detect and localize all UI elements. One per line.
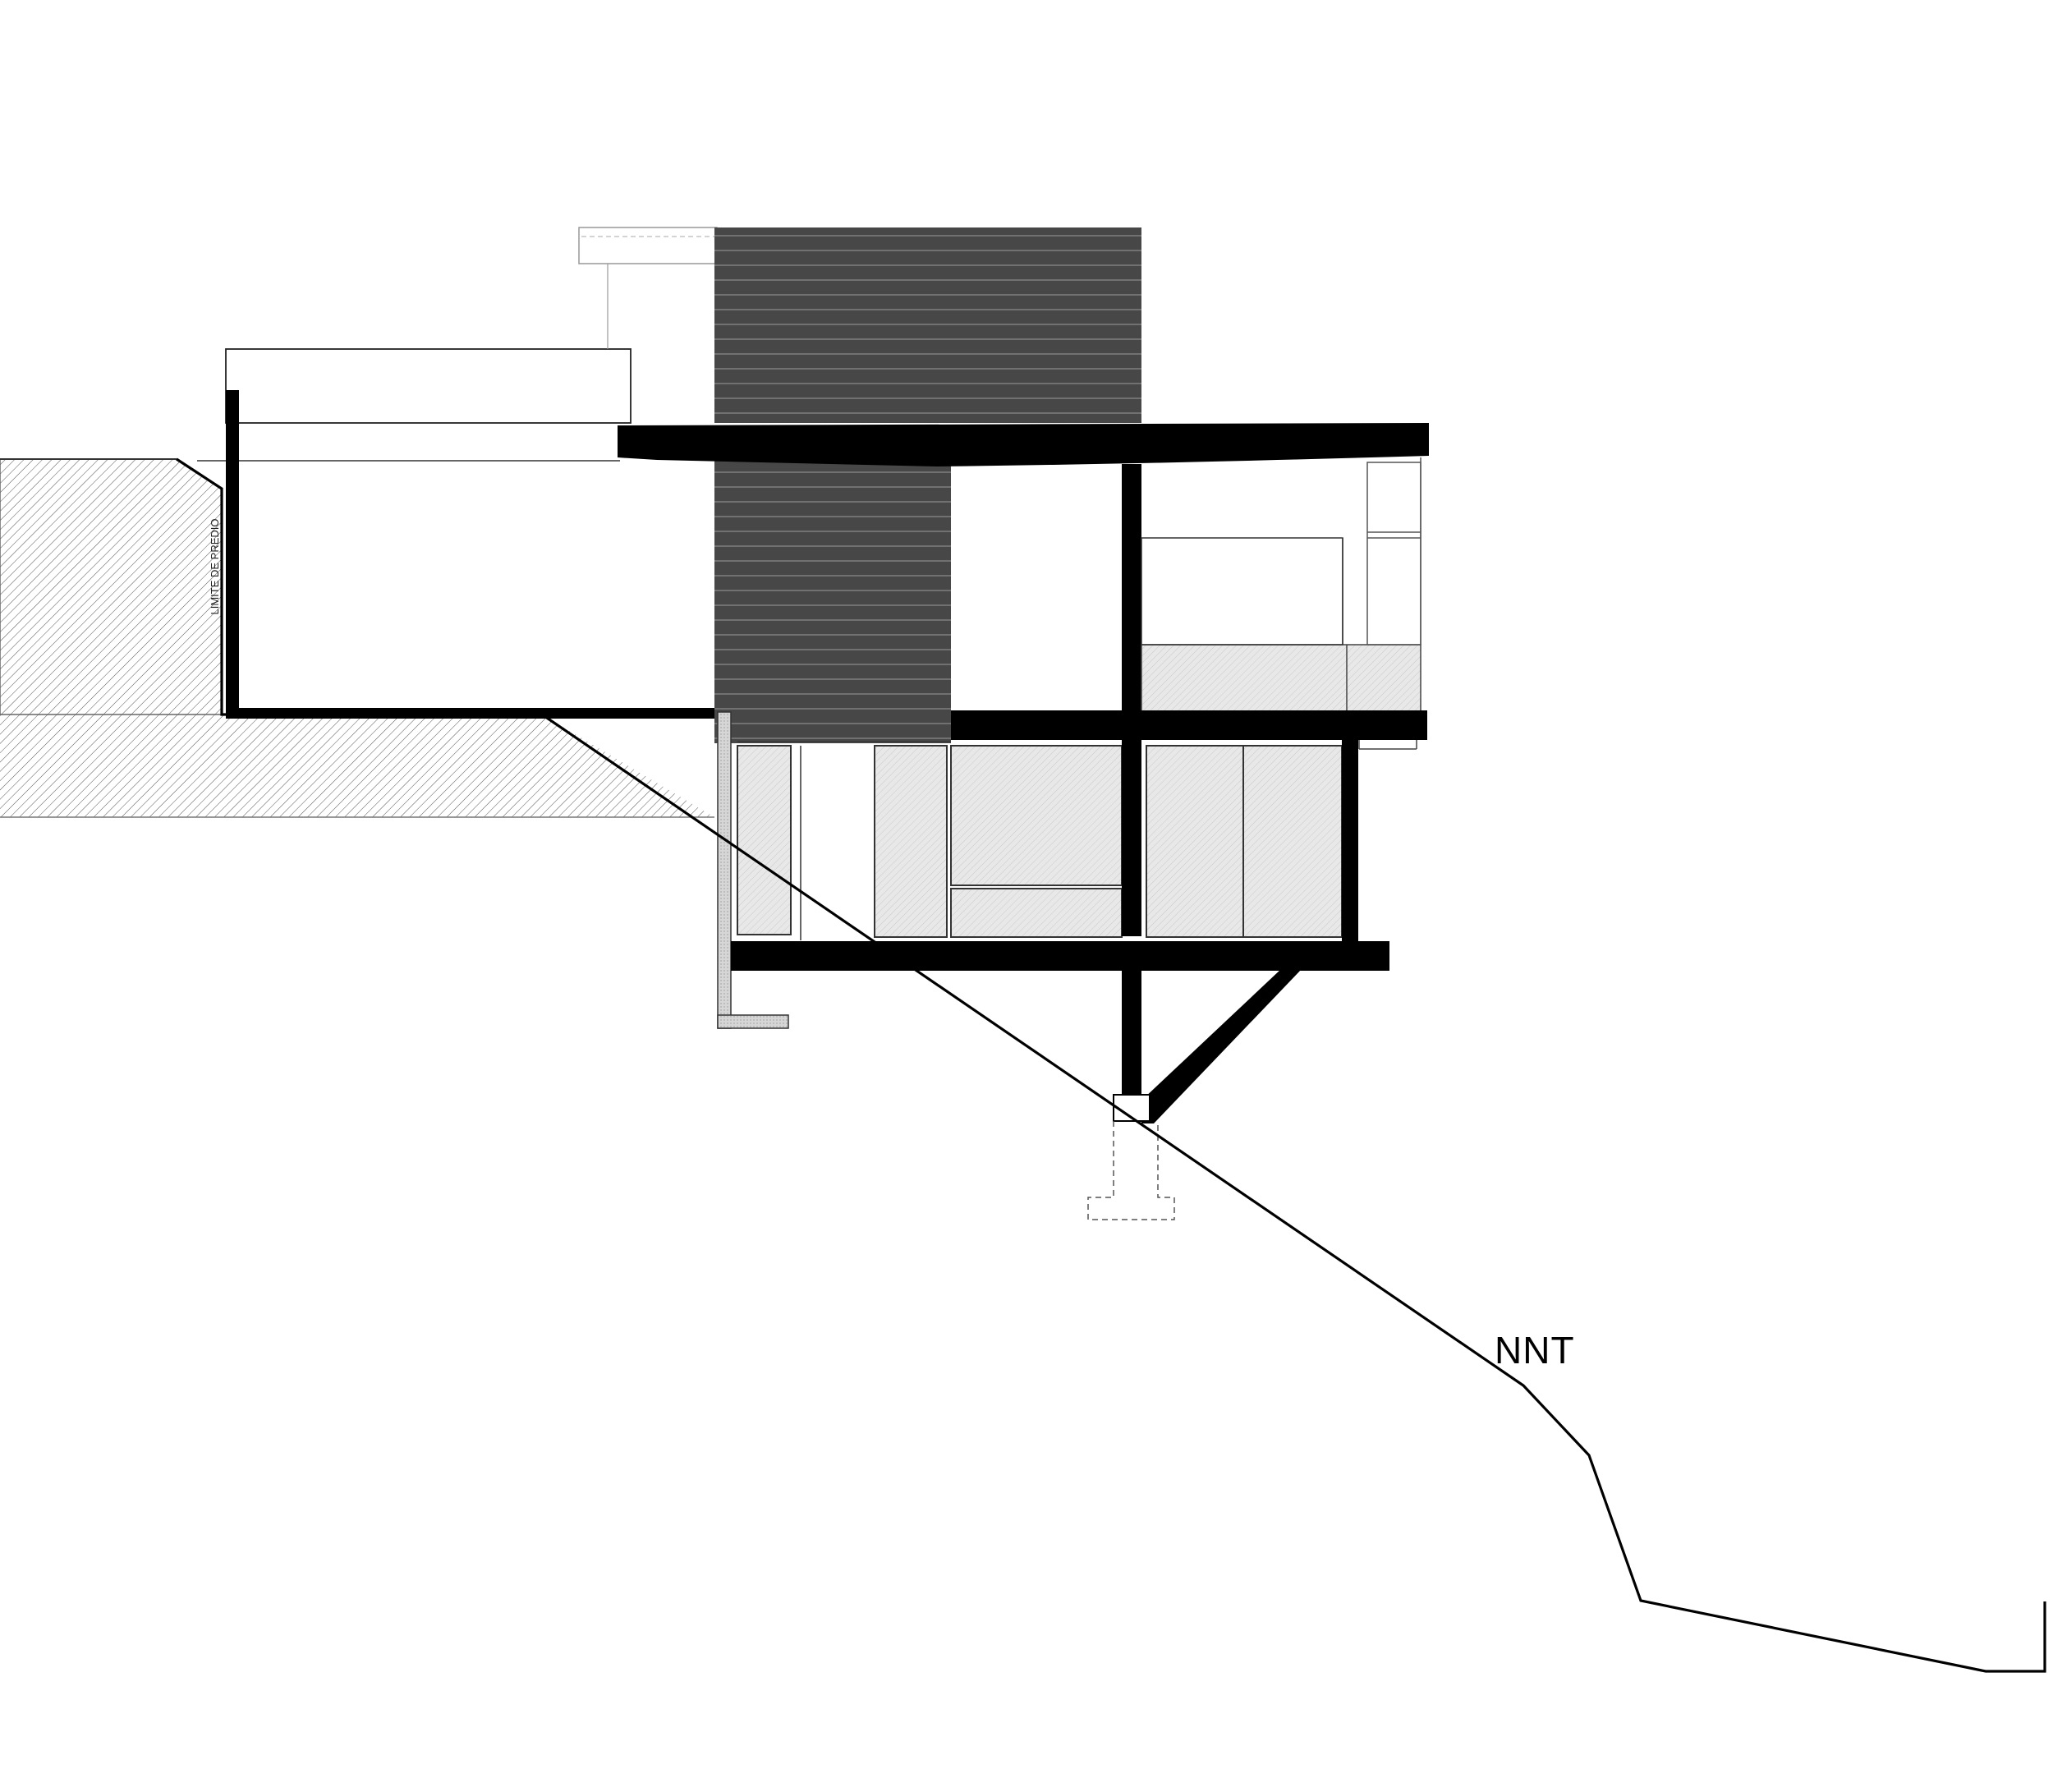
roof-slab	[618, 423, 1429, 466]
ground-profile-line	[176, 457, 2046, 1673]
earth-hatch	[0, 458, 714, 818]
upper-door-frame	[1141, 537, 1343, 646]
right-end-wall	[1342, 739, 1358, 941]
earth-lower-terrace	[0, 715, 714, 817]
roof-parapet-outline	[225, 348, 632, 424]
right-glazing-panel-b	[1242, 745, 1343, 938]
left-wall	[226, 390, 239, 719]
center-glazing-panel-b	[950, 745, 1123, 886]
balcony-glass-rail	[1141, 644, 1421, 713]
diagonal-brace	[1141, 969, 1302, 1123]
middle-floor-slab	[951, 710, 1427, 740]
property-limit-label: LIMITE DE PREDIO	[209, 518, 221, 614]
roof-outlines	[197, 227, 718, 462]
earth-upper-terrace	[0, 458, 223, 715]
upper-window-frame	[1366, 462, 1421, 646]
upper-column	[1122, 464, 1141, 710]
foundation-dashed	[1087, 1121, 1175, 1220]
tower-upper-cladding	[714, 227, 1141, 423]
main-column	[1122, 969, 1141, 1096]
center-glazing-panel-a	[874, 745, 948, 938]
support-structure	[1087, 969, 1302, 1220]
lower-floor-glazing	[717, 711, 1358, 1029]
cladded-tower	[714, 227, 1141, 743]
retaining-wall-footing	[717, 1014, 789, 1029]
lower-column-mid	[1122, 739, 1141, 936]
lower-floor-slab	[731, 941, 1389, 971]
ground-level-label: NNT	[1495, 1329, 1575, 1372]
left-narrow-window	[737, 745, 792, 935]
tower-lower-cladding	[714, 460, 951, 743]
right-glazing-panel-a	[1146, 745, 1244, 938]
skylight-outline	[578, 227, 718, 264]
retaining-wall	[717, 711, 732, 1029]
center-glazing-panel-c	[950, 888, 1123, 938]
upper-right-room	[1122, 457, 1421, 713]
